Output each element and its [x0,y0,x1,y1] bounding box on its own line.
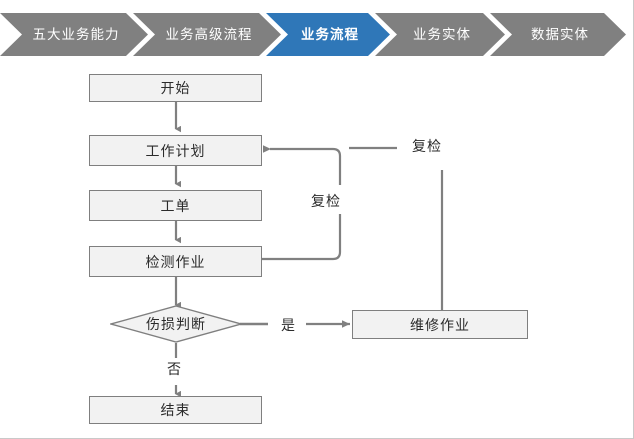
node-start[interactable]: 开始 [89,74,262,102]
breadcrumb-item-2-label: 业务高级流程 [165,26,253,42]
node-decision-label: 伤损判断 [146,316,206,332]
edge-recheck-inner-lower [262,214,342,261]
node-end-label: 结束 [160,402,191,418]
breadcrumb-item-5[interactable]: 数据实体 [490,13,626,56]
edge-label-no: 否 [167,361,182,377]
node-repair[interactable]: 维修作业 [352,310,528,339]
node-decision[interactable]: 伤损判断 [110,305,242,343]
edge-label-yes: 是 [281,317,296,333]
breadcrumb-item-2[interactable]: 业务高级流程 [133,13,281,56]
edge-recheck-inner-upper [263,145,342,185]
edge-label-recheck-inner: 复检 [311,193,341,209]
node-workplan[interactable]: 工作计划 [89,135,262,166]
node-workorder[interactable]: 工单 [89,190,262,221]
node-start-label: 开始 [160,80,191,96]
breadcrumb-item-1-label: 五大业务能力 [32,26,120,42]
breadcrumb-item-4-label: 业务实体 [413,26,471,42]
diamond-shape [110,305,242,343]
breadcrumb: 五大业务能力 业务高级流程 业务流程 业务实体 数据实体 [0,13,634,56]
node-end[interactable]: 结束 [89,396,262,424]
breadcrumb-item-5-label: 数据实体 [531,26,589,42]
node-inspect-label: 检测作业 [145,253,206,270]
node-workorder-label: 工单 [160,197,191,214]
node-workplan-label: 工作计划 [145,142,206,159]
edge-label-recheck-outer: 复检 [412,138,442,154]
breadcrumb-item-3-label: 业务流程 [301,26,359,42]
node-repair-label: 维修作业 [410,316,470,333]
breadcrumb-item-1[interactable]: 五大业务能力 [0,13,148,56]
node-inspect[interactable]: 检测作业 [89,246,262,277]
